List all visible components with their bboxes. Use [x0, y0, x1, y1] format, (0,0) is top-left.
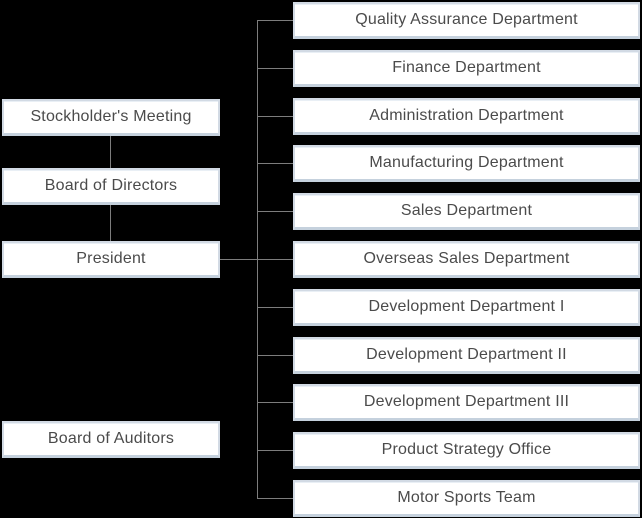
node-development-department-1: Development Department I [293, 289, 640, 326]
node-sales-department: Sales Department [293, 193, 640, 230]
node-development-department-2: Development Department II [293, 337, 640, 374]
node-product-strategy-office: Product Strategy Office [293, 432, 640, 469]
node-overseas-sales-department: Overseas Sales Department [293, 241, 640, 278]
node-development-department-3: Development Department III [293, 384, 640, 421]
node-quality-assurance-department: Quality Assurance Department [293, 2, 640, 39]
node-finance-department: Finance Department [293, 50, 640, 87]
node-motor-sports-team: Motor Sports Team [293, 480, 640, 517]
node-board-of-auditors: Board of Auditors [2, 421, 220, 458]
node-president: President [2, 241, 220, 278]
node-board-of-directors: Board of Directors [2, 168, 220, 205]
node-stockholders-meeting: Stockholder's Meeting [2, 99, 220, 136]
node-administration-department: Administration Department [293, 98, 640, 135]
node-manufacturing-department: Manufacturing Department [293, 145, 640, 182]
